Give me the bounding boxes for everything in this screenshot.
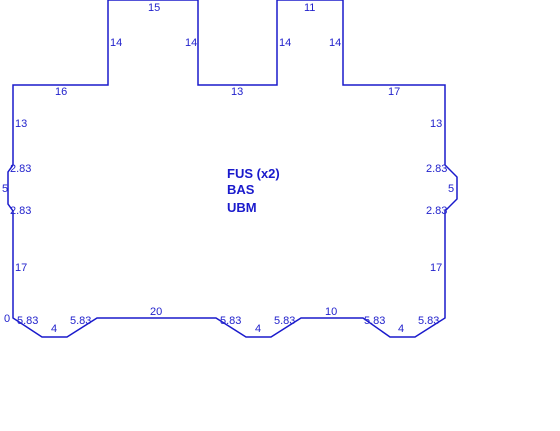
dim-bottom-span-right: 10 <box>325 306 337 318</box>
dim-top-right-segment: 17 <box>388 86 400 98</box>
dim-bottom-right-notch-floor: 4 <box>398 323 404 335</box>
dim-bottom-left-notch-slope-right: 5.83 <box>70 315 91 327</box>
dim-right-chamfer-top: 2.83 <box>426 163 447 175</box>
dim-left-lower: 17 <box>15 262 27 274</box>
room-label-line-2: BAS <box>227 182 255 197</box>
dim-top-left-segment: 16 <box>55 86 67 98</box>
dim-left-bottom-corner: 0 <box>4 313 10 325</box>
floor-plan-outline <box>7 0 458 338</box>
dim-bottom-mid-notch-slope-left: 5.83 <box>220 315 241 327</box>
dim-bottom-right-notch-slope-right: 5.83 <box>418 315 439 327</box>
dim-top-notch-right-left-height: 14 <box>279 37 291 49</box>
dim-bottom-right-notch-slope-left: 5.83 <box>364 315 385 327</box>
dim-bottom-mid-notch-slope-right: 5.83 <box>274 315 295 327</box>
dim-left-chamfer-bottom: 2.83 <box>10 205 31 217</box>
dim-bottom-mid-notch-floor: 4 <box>255 323 261 335</box>
dim-top-notch-right-right-height: 14 <box>329 37 341 49</box>
dim-top-notch-right-width: 11 <box>304 2 315 14</box>
dim-top-notch-left-width: 15 <box>148 2 160 14</box>
dim-bottom-span-left: 20 <box>150 306 162 318</box>
dim-right-flat: 5 <box>448 183 454 195</box>
dim-right-upper: 13 <box>430 118 442 130</box>
room-label-line-1: FUS (x2) <box>227 166 280 181</box>
dim-left-flat: 5 <box>2 183 8 195</box>
dim-top-notch-left-left-height: 14 <box>110 37 122 49</box>
dim-bottom-left-notch-floor: 4 <box>51 323 57 335</box>
dim-bottom-left-notch-slope-left: 5.83 <box>17 315 38 327</box>
dim-right-chamfer-bottom: 2.83 <box>426 205 447 217</box>
dim-left-chamfer-top: 2.83 <box>10 163 31 175</box>
dim-left-upper: 13 <box>15 118 27 130</box>
room-label-line-3: UBM <box>227 200 257 215</box>
dim-right-lower: 17 <box>430 262 442 274</box>
dim-top-notch-left-right-height: 14 <box>185 37 197 49</box>
dim-top-middle-segment: 13 <box>231 86 243 98</box>
